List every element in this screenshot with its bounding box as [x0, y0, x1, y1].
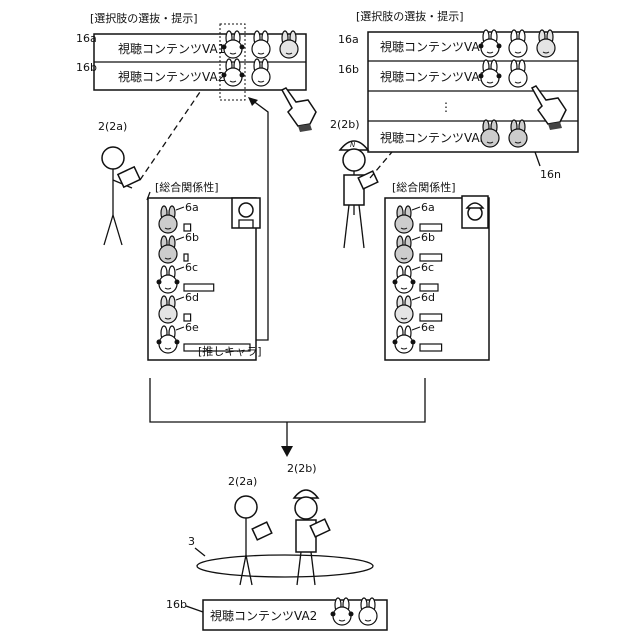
relationship-ref-6b: 6b	[421, 231, 435, 244]
relationship-ref-6a: 6a	[421, 201, 435, 214]
right-panel-title: [総合関係性]	[392, 180, 456, 194]
right-row-ellipsis: ⋮	[440, 100, 452, 114]
right-ref-16n: 16n	[540, 168, 561, 181]
user-a-label: 2(2a)	[98, 120, 127, 133]
relationship-bar-6e	[420, 344, 442, 351]
relationship-ref-6d: 6d	[421, 291, 435, 304]
right-relationship-panel: [総合関係性] 6a 6b 6c 6d 6e	[385, 180, 489, 360]
svg-text:N: N	[350, 141, 356, 149]
relationship-bar-6c	[184, 284, 214, 291]
right-ref-16a: 16a	[338, 33, 359, 46]
left-ref-16b: 16b	[76, 61, 97, 74]
right-row-va1[interactable]: 視聴コンテンツVA1	[380, 39, 487, 54]
relationship-ref-6c: 6c	[185, 261, 198, 274]
relationship-ref-6e: 6e	[421, 321, 435, 334]
shared-user-a-label: 2(2a)	[228, 475, 257, 488]
left-relationship-panel: [総合関係性] 6a 6b 6c 6d 6e [推しキャラ]	[148, 180, 262, 360]
left-screen: [選択肢の選抜・提示] 16a 16b 視聴コンテンツVA1 視聴コンテンツVA…	[76, 11, 316, 132]
relationship-ref-6a: 6a	[185, 201, 199, 214]
left-row-va2[interactable]: 視聴コンテンツVA2	[118, 69, 225, 84]
relationship-ref-6e: 6e	[185, 321, 199, 334]
right-screen-title: [選択肢の選抜・提示]	[356, 9, 464, 23]
right-row-van[interactable]: 視聴コンテンツVAn	[380, 130, 487, 145]
right-row-va2[interactable]: 視聴コンテンツVA2	[380, 69, 487, 84]
left-row-va1[interactable]: 視聴コンテンツVA1	[118, 41, 225, 56]
pointing-hand-icon	[282, 88, 316, 132]
shared-space: 3 2(2a) 2(2b) 16b 視聴コンテンツVA2	[166, 462, 387, 630]
relationship-bar-6d	[420, 314, 442, 321]
merge-bracket	[150, 378, 425, 422]
relationship-ref-6c: 6c	[421, 261, 434, 274]
left-panel-title: [総合関係性]	[155, 180, 219, 194]
oshi-chara-label: [推しキャラ]	[198, 344, 262, 358]
relationship-ref-6d: 6d	[185, 291, 199, 304]
relationship-bar-6b	[184, 254, 188, 261]
relationship-bar-6a	[184, 224, 191, 231]
shared-screen-row[interactable]: 視聴コンテンツVA2	[210, 608, 317, 623]
down-arrow-icon	[281, 446, 293, 457]
left-ref-16a: 16a	[76, 32, 97, 45]
right-screen: [選択肢の選抜・提示] 16a 16b 視聴コンテンツVA1 視聴コンテンツVA…	[338, 9, 578, 181]
user-b-label: 2(2b)	[330, 118, 360, 131]
relationship-bar-6c	[420, 284, 438, 291]
relationship-bar-6a	[420, 224, 442, 231]
virtual-space-ellipse	[197, 555, 373, 577]
shared-user-b-label: 2(2b)	[287, 462, 317, 475]
left-screen-title: [選択肢の選抜・提示]	[90, 11, 198, 25]
relationship-bar-6b	[420, 254, 442, 261]
right-ref-16b: 16b	[338, 63, 359, 76]
shared-screen-ref: 16b	[166, 598, 187, 611]
relationship-ref-6b: 6b	[185, 231, 199, 244]
relationship-bar-6d	[184, 314, 191, 321]
space-ref: 3	[188, 535, 195, 548]
